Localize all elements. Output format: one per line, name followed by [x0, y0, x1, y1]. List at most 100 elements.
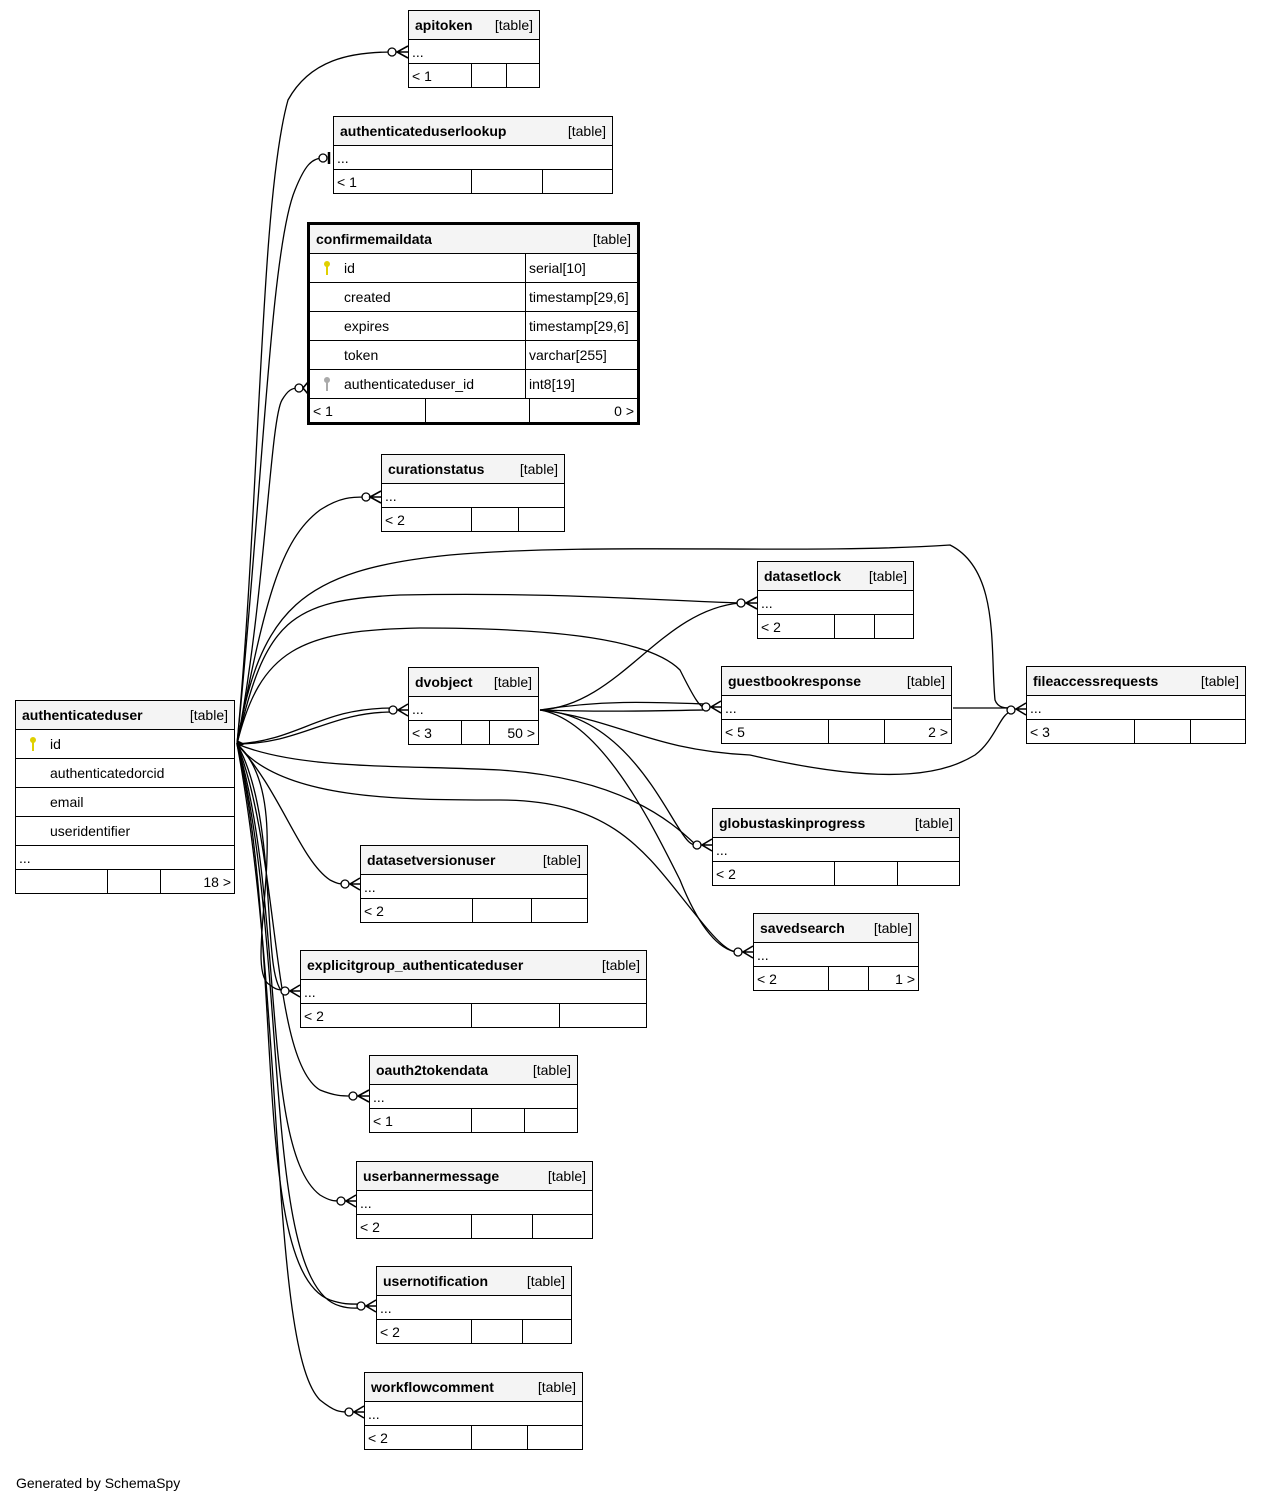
- table-name: guestbookresponse: [728, 673, 862, 689]
- table-footer: < 1 0 >: [310, 399, 637, 422]
- children-count[interactable]: 0 >: [529, 399, 637, 422]
- crowfoot-usernotification: [364, 1299, 377, 1313]
- table-footer: < 2: [377, 1320, 571, 1343]
- parents-count[interactable]: < 1: [313, 402, 333, 419]
- children-count[interactable]: [522, 1320, 571, 1343]
- more-columns[interactable]: ...: [1027, 696, 1245, 720]
- parents-count[interactable]: < 2: [360, 1218, 380, 1235]
- parents-count[interactable]: < 2: [716, 865, 736, 882]
- more-columns[interactable]: ...: [409, 40, 539, 64]
- children-count[interactable]: [527, 1426, 582, 1449]
- children-count[interactable]: [506, 64, 539, 87]
- more-columns[interactable]: ...: [301, 980, 646, 1004]
- table-kind: [table]: [532, 1062, 571, 1078]
- column-row-authenticatedorcid[interactable]: authenticatedorcid: [16, 759, 234, 788]
- table-name: curationstatus: [388, 461, 485, 477]
- more-columns[interactable]: ...: [409, 697, 538, 721]
- children-count[interactable]: [542, 170, 612, 193]
- column-row-useridentifier[interactable]: useridentifier: [16, 817, 234, 846]
- column-name: email: [50, 794, 84, 810]
- table-authenticateduserlookup[interactable]: authenticateduserlookup[table] ... < 1: [333, 116, 613, 194]
- more-columns[interactable]: ...: [382, 484, 564, 508]
- column-name: useridentifier: [50, 823, 131, 839]
- table-kind: [table]: [493, 674, 532, 690]
- more-columns[interactable]: ...: [361, 875, 587, 899]
- parents-count[interactable]: < 1: [337, 173, 357, 190]
- table-globustaskinprogress[interactable]: globustaskinprogress[table] ... < 2: [712, 808, 960, 886]
- crowfoot-zero-datasetversionuser: [340, 879, 350, 889]
- more-columns[interactable]: ...: [722, 696, 951, 720]
- crowfoot-zero-globustaskinprogress: [692, 840, 702, 850]
- more-columns[interactable]: ...: [754, 943, 918, 967]
- crowfoot-zero-explicitgroup: [280, 986, 290, 996]
- more-columns[interactable]: ...: [16, 846, 234, 870]
- parents-count[interactable]: < 3: [412, 724, 432, 741]
- table-apitoken[interactable]: apitoken[table] ... < 1: [408, 10, 540, 88]
- more-columns[interactable]: ...: [334, 146, 612, 170]
- table-name: savedsearch: [760, 920, 845, 936]
- children-count[interactable]: [524, 1109, 577, 1132]
- more-columns[interactable]: ...: [370, 1085, 577, 1109]
- parents-count[interactable]: < 2: [385, 511, 405, 528]
- table-explicitgroup-authenticateduser[interactable]: explicitgroup_authenticateduser[table] .…: [300, 950, 647, 1028]
- column-row-email[interactable]: email: [16, 788, 234, 817]
- children-count[interactable]: [897, 862, 959, 885]
- parents-count[interactable]: < 2: [757, 970, 777, 987]
- more-columns[interactable]: ...: [357, 1191, 592, 1215]
- parents-count[interactable]: < 2: [364, 902, 384, 919]
- parents-count[interactable]: < 2: [304, 1007, 324, 1024]
- table-name: oauth2tokendata: [376, 1062, 489, 1078]
- table-curationstatus[interactable]: curationstatus[table] ... < 2: [381, 454, 565, 532]
- children-count[interactable]: 1 >: [868, 967, 918, 990]
- table-usernotification[interactable]: usernotification[table] ... < 2: [376, 1266, 572, 1344]
- parents-count[interactable]: < 1: [412, 67, 432, 84]
- column-name: id: [344, 260, 355, 276]
- table-userbannermessage[interactable]: userbannermessage[table] ... < 2: [356, 1161, 593, 1239]
- parents-count[interactable]: < 2: [380, 1323, 400, 1340]
- children-count[interactable]: [559, 1004, 646, 1027]
- children-count[interactable]: 18 >: [160, 870, 234, 893]
- more-columns[interactable]: ...: [377, 1296, 571, 1320]
- more-columns[interactable]: ...: [365, 1402, 582, 1426]
- table-footer: < 2 1 >: [754, 967, 918, 990]
- table-header: workflowcomment[table]: [365, 1373, 582, 1402]
- edge-authenticateduser-curationstatus: [236, 496, 367, 745]
- rows-count: [107, 870, 160, 893]
- children-count[interactable]: [1190, 720, 1245, 743]
- parents-count[interactable]: < 2: [368, 1429, 388, 1446]
- children-count[interactable]: [874, 615, 913, 638]
- table-workflowcomment[interactable]: workflowcomment[table] ... < 2: [364, 1372, 583, 1450]
- parents-count[interactable]: < 2: [761, 618, 781, 635]
- parents-count[interactable]: < 3: [1030, 723, 1050, 740]
- children-count[interactable]: 50 >: [489, 721, 538, 744]
- more-columns[interactable]: ...: [713, 838, 959, 862]
- table-footer: < 2: [365, 1426, 582, 1449]
- parents-count[interactable]: < 5: [725, 723, 745, 740]
- table-header: authenticateduser[table]: [16, 701, 234, 730]
- table-fileaccessrequests[interactable]: fileaccessrequests[table] ... < 3: [1026, 666, 1246, 744]
- table-name: authenticateduser: [22, 707, 143, 723]
- table-datasetversionuser[interactable]: datasetversionuser[table] ... < 2: [360, 845, 588, 923]
- parents-count[interactable]: [16, 870, 107, 893]
- children-count[interactable]: [531, 899, 587, 922]
- table-authenticateduser[interactable]: authenticateduser[table] id authenticate…: [15, 700, 235, 894]
- table-datasetlock[interactable]: datasetlock[table] ... < 2: [757, 561, 914, 639]
- more-columns[interactable]: ...: [758, 591, 913, 615]
- children-count[interactable]: [532, 1215, 592, 1238]
- table-oauth2tokendata[interactable]: oauth2tokendata [table] ... < 1: [369, 1055, 578, 1133]
- column-row-id[interactable]: id: [16, 730, 234, 759]
- edge-dvobject-guestbookresponse-a: [539, 701, 705, 711]
- children-count[interactable]: [518, 508, 564, 531]
- table-kind: [table]: [567, 123, 606, 139]
- parents-count[interactable]: < 1: [373, 1112, 393, 1129]
- children-count[interactable]: 2 >: [884, 720, 951, 743]
